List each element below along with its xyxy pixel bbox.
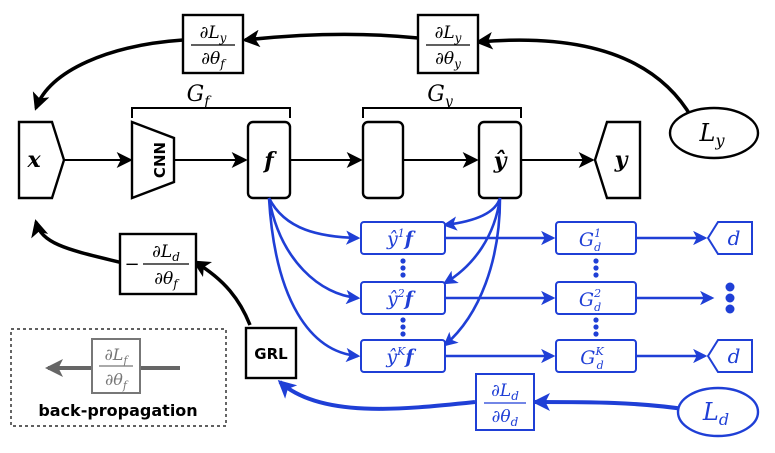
grad-neg-ld-theta-f-box: − ∂Ld ∂θf (118, 232, 198, 296)
product-box-2: ŷ2f (360, 281, 446, 315)
arrow-ly-to-grad-theta-y (475, 32, 694, 119)
grl-node: GRL (244, 326, 298, 380)
bracket-gy: Gy (362, 82, 522, 118)
legend-label: back-propagation (38, 401, 197, 420)
legend-grad-numerator: ∂Lf (105, 345, 130, 367)
arrow-yhat-to-product-2 (442, 197, 502, 285)
bracket-gf-label: Gf (187, 82, 213, 110)
arrow-f-to-product-k (267, 197, 361, 363)
grad-ld-theta-d-numerator: ∂Ld (491, 381, 519, 403)
grad-ly-theta-y-numerator: ∂Ly (435, 23, 462, 45)
arrow-f-to-product-1 (267, 197, 361, 245)
bracket-gy-label: Gy (427, 82, 454, 110)
grad-ly-theta-y-box: ∂Ly ∂θy (416, 13, 480, 75)
y-hat-label: ŷ (493, 148, 509, 174)
grad-ly-theta-f-denominator: ∂θf (201, 49, 227, 71)
y-hat-node: ŷ (477, 120, 523, 200)
loss-ld-node: Ld (676, 386, 760, 438)
grad-ly-theta-f-numerator: ∂Ly (200, 23, 227, 45)
vertical-ellipsis-classifiers (593, 258, 599, 337)
gy-hidden-node (361, 120, 405, 200)
loss-ly-node: Ly (668, 106, 760, 160)
domain-output-1: d (706, 221, 753, 255)
cnn-node: CNN (130, 120, 176, 200)
grad-ld-theta-d-box: ∂Ld ∂θd (475, 373, 535, 431)
arrow-ld-to-grad-ld-theta-d (532, 393, 691, 412)
vertical-ellipsis-products (400, 258, 406, 337)
product-1-label: ŷ1f (386, 227, 416, 250)
arrow-grad-ld-theta-d-to-grl (277, 379, 476, 411)
feature-f-label: f (262, 148, 277, 174)
domain-output-k: d (706, 339, 753, 373)
arrow-f-to-product-2 (267, 197, 361, 305)
grad-neg-ld-theta-f-denominator: ∂θf (154, 269, 180, 291)
grad-minus-sign: − (124, 254, 139, 275)
f-to-products-arrows (267, 197, 361, 363)
arrow-grad-theta-y-to-grad-theta-f (242, 29, 419, 48)
grad-neg-ld-theta-f-numerator: ∂Ld (152, 242, 180, 264)
input-x-label: x (26, 147, 41, 173)
arrow-yhat-to-product-1 (442, 197, 502, 231)
output-y-label: y (614, 147, 630, 173)
product-box-k: ŷKf (360, 339, 446, 373)
product-to-classifier-arrows (445, 230, 556, 364)
loss-ly-label: Ly (699, 119, 726, 150)
product-box-1: ŷ1f (360, 221, 446, 255)
product-k-label: ŷKf (385, 345, 416, 368)
domain-output-1-label: d (728, 226, 741, 250)
legend-grad-denominator: ∂θf (105, 370, 129, 392)
grl-label: GRL (254, 345, 288, 363)
grad-ly-theta-f-box: ∂Ly ∂θf (181, 13, 245, 75)
output-y-node: y (593, 120, 642, 200)
domain-output-k-label: d (728, 344, 741, 368)
classifier-to-output-arrows (637, 230, 715, 364)
arrow-yhat-to-product-k (443, 197, 502, 347)
input-x-node: x (17, 120, 66, 200)
product-2-label: ŷ2f (386, 287, 416, 310)
feature-f-node: f (246, 120, 292, 200)
arrow-grad-to-x-bottom (31, 219, 124, 265)
grad-ld-theta-d-denominator: ∂θd (492, 407, 519, 429)
legend-box: ∂Lf ∂θf back-propagation (10, 328, 227, 427)
loss-ld-label: Ld (702, 398, 729, 429)
grad-ly-theta-y-denominator: ∂θy (435, 49, 461, 71)
cnn-label: CNN (151, 142, 169, 178)
arrow-grad-to-x-top (32, 38, 184, 111)
yhat-to-products-arrows (442, 197, 502, 347)
bracket-gf: Gf (131, 82, 291, 118)
arrow-grl-to-grad-ld-theta-f (192, 260, 252, 326)
vertical-ellipsis-outputs (725, 282, 735, 314)
